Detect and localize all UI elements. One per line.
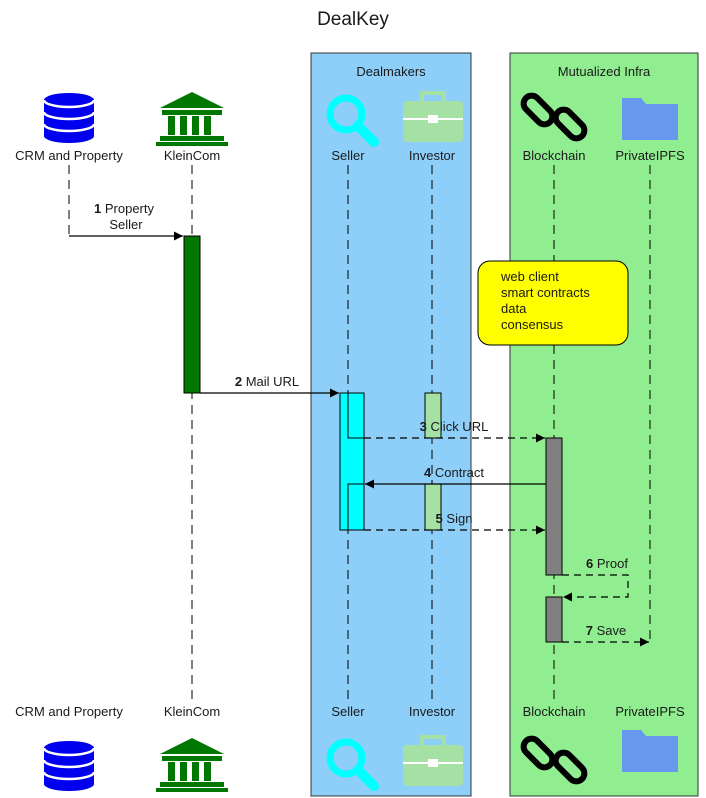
message-5-label: 5 Sign [436, 511, 473, 526]
actor-kleincom-label: KleinCom [164, 148, 220, 163]
actor-blockchain-label-bottom: Blockchain [523, 704, 586, 719]
actor-seller-label: Seller [331, 148, 365, 163]
group-dealmakers-label: Dealmakers [356, 64, 426, 79]
database-icon [42, 91, 96, 145]
message-6-label: 6 Proof [586, 556, 628, 571]
message-2-label: 2 Mail URL [235, 374, 299, 389]
note-line-3: data [501, 301, 527, 316]
note-line-1: web client [500, 269, 559, 284]
message-1-label-line2: Seller [109, 217, 143, 232]
group-infra [509, 52, 699, 797]
actor-kleincom-label-bottom: KleinCom [164, 704, 220, 719]
message-7-label: 7 Save [586, 623, 627, 638]
group-dealmakers [310, 52, 472, 797]
activation-blockchain-1 [545, 437, 563, 576]
actor-crm-label: CRM and Property [15, 148, 123, 163]
folder-icon [622, 98, 678, 140]
activation-investor-1 [424, 392, 442, 439]
message-4-label: 4 Contract [424, 465, 484, 480]
note-line-2: smart contracts [501, 285, 590, 300]
database-icon-bottom [42, 739, 96, 793]
actor-ipfs-label: PrivateIPFS [615, 148, 685, 163]
actor-crm-label-bottom: CRM and Property [15, 704, 123, 719]
actor-investor-label: Investor [409, 148, 456, 163]
actor-investor-label-bottom: Investor [409, 704, 456, 719]
note-box [477, 260, 629, 346]
activation-kleincom [183, 235, 201, 394]
message-1-label: 1 Property [94, 201, 154, 216]
note-line-4: consensus [501, 317, 564, 332]
activation-seller-nested-2 [347, 483, 365, 531]
lifelines [68, 165, 651, 700]
message-3-label: 3 Click URL [420, 419, 489, 434]
actor-blockchain-label: Blockchain [523, 148, 586, 163]
bank-icon [156, 92, 228, 146]
actor-ipfs-label-bottom: PrivateIPFS [615, 704, 685, 719]
bank-icon-bottom [156, 738, 228, 792]
actor-seller-label-bottom: Seller [331, 704, 365, 719]
diagram-title: DealKey [317, 9, 389, 30]
activation-seller-nested-1 [347, 392, 365, 439]
folder-icon-bottom [622, 730, 678, 772]
arrow-6 [562, 574, 629, 602]
message-arrows [69, 231, 649, 647]
activation-blockchain-2 [545, 596, 563, 643]
group-infra-label: Mutualized Infra [558, 64, 651, 79]
